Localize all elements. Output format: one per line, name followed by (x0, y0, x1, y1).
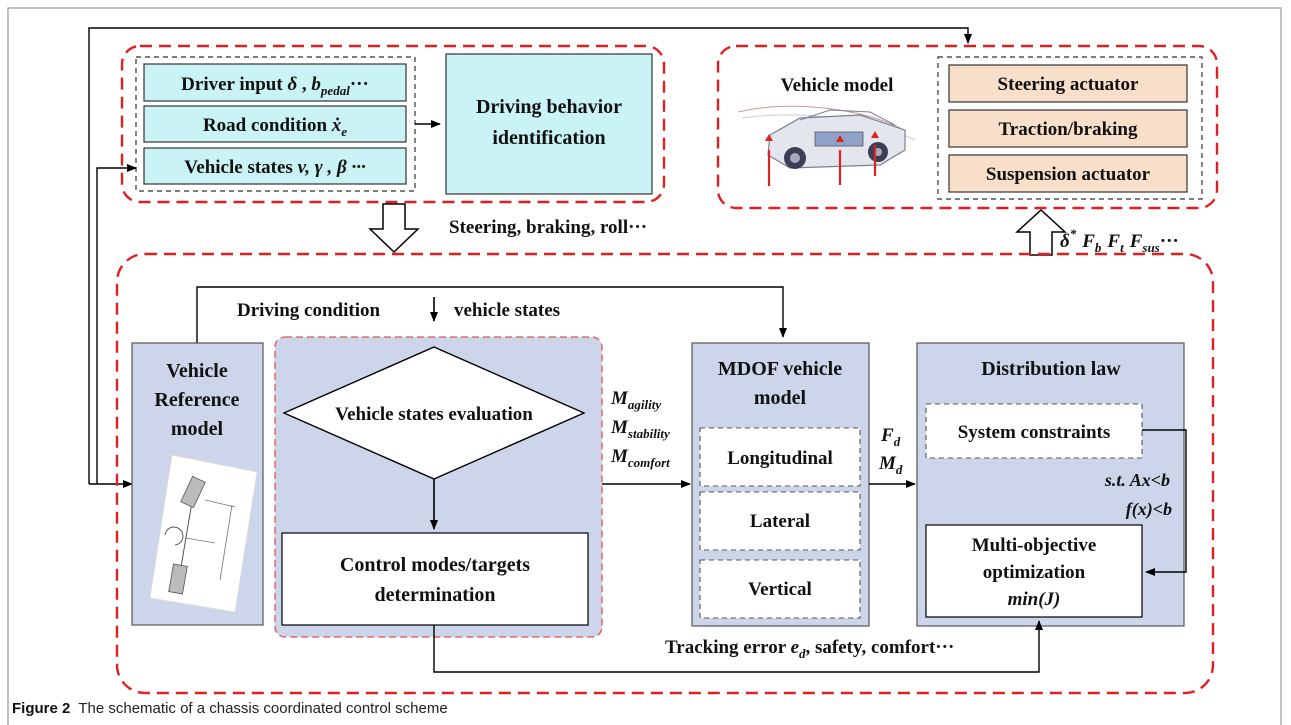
longitudinal-text: Longitudinal (727, 448, 833, 469)
optimization-line3: min(J) (1008, 589, 1061, 610)
moment-md: Md (878, 453, 903, 477)
optimization-line2: optimization (983, 562, 1086, 583)
system-constraints-box (925, 403, 1143, 459)
driver-input-text: Driver input δ , bpedal··· (181, 74, 369, 98)
vehicle-model-illustration (737, 105, 916, 186)
driving-behavior-line2: identification (492, 127, 605, 149)
lateral-text: Lateral (750, 511, 810, 532)
vehicle-model-label: Vehicle model (781, 75, 894, 96)
optimization-box (925, 524, 1143, 618)
constraint-line1: s.t. Ax<b (1104, 470, 1170, 490)
feedback-to-vehicle-states (96, 164, 137, 484)
driver-input-box (143, 63, 407, 102)
driving-behavior-line1: Driving behavior (476, 96, 622, 118)
driving-condition-label: Driving condition (237, 300, 380, 321)
vehicle-states-box (143, 147, 407, 185)
evaluation-text: Vehicle states evaluation (335, 404, 533, 425)
moment-comfort: Mcomfort (610, 446, 670, 470)
feedback-line-top (88, 27, 972, 484)
steering-actuator-text: Steering actuator (998, 74, 1139, 95)
mdof-line1: MDOF vehicle (718, 358, 842, 380)
determination-box (281, 532, 589, 626)
moment-agility: Magility (610, 388, 661, 412)
longitudinal-box (699, 427, 861, 487)
reference-model-line3: model (171, 418, 224, 440)
distribution-title: Distribution law (981, 358, 1121, 380)
determination-line2: determination (374, 584, 495, 606)
reference-model-line2: Reference (154, 389, 239, 411)
steering-actuator-box (948, 64, 1188, 103)
system-constraints-text: System constraints (958, 422, 1111, 443)
vertical-box (699, 559, 861, 619)
driving-behavior-box (445, 53, 653, 195)
suspension-actuator-box (948, 154, 1188, 193)
tracking-error-label: Tracking error ed, safety, comfort··· (665, 637, 954, 661)
steering-braking-roll-label: Steering, braking, roll··· (449, 217, 647, 238)
force-fd: Fd (880, 425, 901, 449)
traction-braking-box (948, 109, 1188, 148)
bottom-group-border (115, 252, 1215, 695)
bicycle-model-sketch (149, 454, 258, 613)
vehicle-states-text: Vehicle states v, γ , β ··· (184, 157, 366, 178)
determination-line1: Control modes/targets (340, 554, 530, 576)
suspension-actuator-text: Suspension actuator (986, 164, 1151, 185)
vertical-text: Vertical (748, 579, 812, 600)
up-hollow-arrow (1015, 208, 1067, 256)
vehicle-states-label: vehicle states (454, 300, 560, 321)
road-condition-box (143, 105, 407, 143)
traction-braking-text: Traction/braking (999, 119, 1138, 140)
top-right-group-border (716, 44, 1219, 210)
constraints-to-optimization-line (1142, 429, 1187, 576)
down-hollow-arrow (368, 203, 420, 254)
top-left-group-border (120, 44, 666, 204)
actuators-group (937, 56, 1203, 200)
moment-stability: Mstability (610, 417, 670, 441)
lateral-box (699, 491, 861, 551)
figure-frame (7, 7, 1282, 725)
road-condition-text: Road condition ẋe (203, 115, 347, 139)
reference-model-line1: Vehicle (166, 360, 228, 382)
states-to-mdof-line (196, 286, 787, 343)
constraint-line2: f(x)<b (1126, 499, 1172, 520)
mdof-line2: model (754, 387, 807, 409)
optimization-line1: Multi-objective (972, 535, 1097, 556)
tracking-feedback-line (433, 620, 1043, 673)
